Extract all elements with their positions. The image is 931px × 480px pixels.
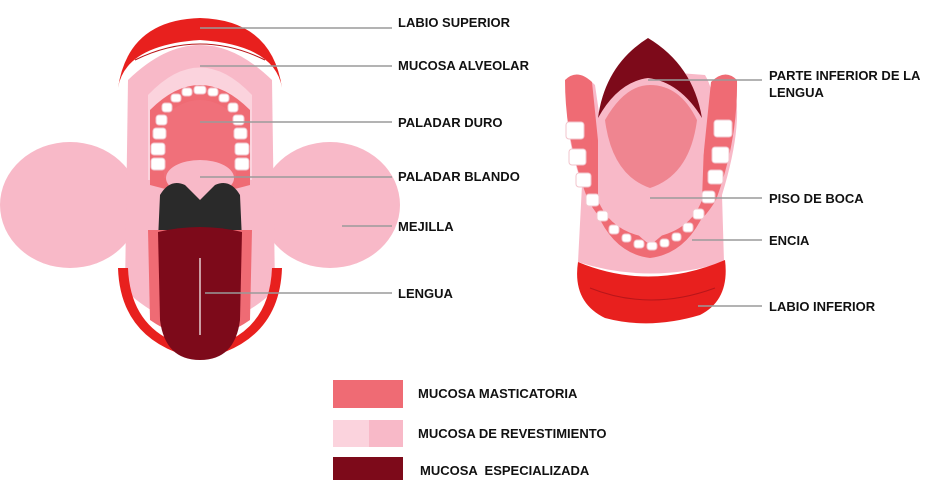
upper-mouth-illustration (0, 18, 400, 360)
right-cheek (260, 142, 400, 268)
label-paladar-duro: PALADAR DURO (398, 114, 502, 131)
lower-mouth-illustration (565, 38, 737, 323)
label-piso-de-boca: PISO DE BOCA (769, 190, 864, 207)
legend-text-masticatory: MUCOSA MASTICATORIA (418, 386, 577, 401)
legend-text-lining: MUCOSA DE REVESTIMIENTO (418, 426, 607, 441)
label-mucosa-alveolar: MUCOSA ALVEOLAR (398, 57, 529, 74)
label-parte-inferior-lengua-line1: PARTE INFERIOR DE LA (769, 67, 920, 84)
left-cheek (0, 142, 140, 268)
label-mejilla: MEJILLA (398, 218, 454, 235)
legend-swatch-specialized (333, 457, 403, 480)
label-encia: ENCIA (769, 232, 809, 249)
label-labio-inferior: LABIO INFERIOR (769, 298, 875, 315)
legend-text-specialized: MUCOSA ESPECIALIZADA (420, 463, 589, 478)
legend-swatches (333, 380, 403, 480)
label-parte-inferior-lengua-line2: LENGUA (769, 84, 824, 101)
legend-swatch-masticatory (333, 380, 403, 408)
label-paladar-blando: PALADAR BLANDO (398, 168, 520, 185)
label-labio-superior: LABIO SUPERIOR (398, 14, 510, 31)
label-lengua: LENGUA (398, 285, 453, 302)
